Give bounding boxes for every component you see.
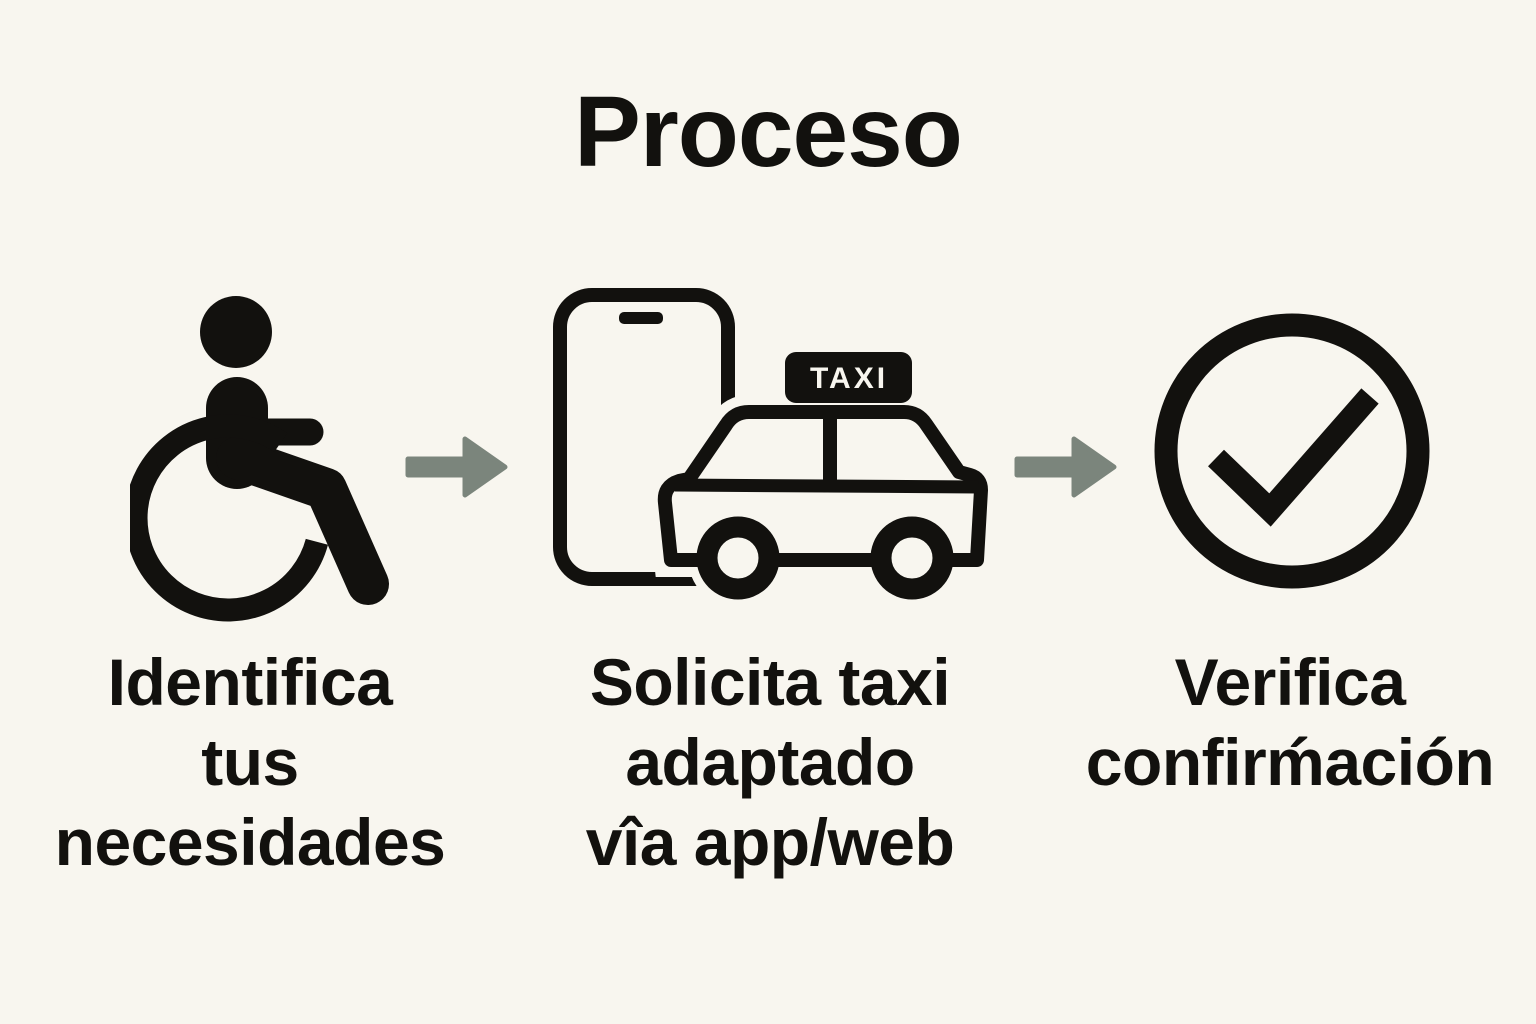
step-label-request-taxi: Solicita taxi adaptado vîa app/web — [585, 645, 955, 879]
phone-taxi-icon: TAXI — [553, 288, 988, 600]
taxi-sign-label: TAXI — [810, 362, 888, 395]
right-arrow-icon — [405, 434, 509, 500]
page-title: Proceso — [574, 76, 963, 188]
step-label-identify-needs: Identifica tus necesidades — [54, 645, 446, 879]
taxi-roof-sign — [785, 352, 912, 403]
check-circle-icon — [1152, 310, 1432, 590]
wheelchair-icon — [130, 296, 390, 628]
right-arrow-icon — [1014, 434, 1118, 500]
step-label-verify-confirmation: Verifica confirḿación — [1085, 645, 1495, 799]
